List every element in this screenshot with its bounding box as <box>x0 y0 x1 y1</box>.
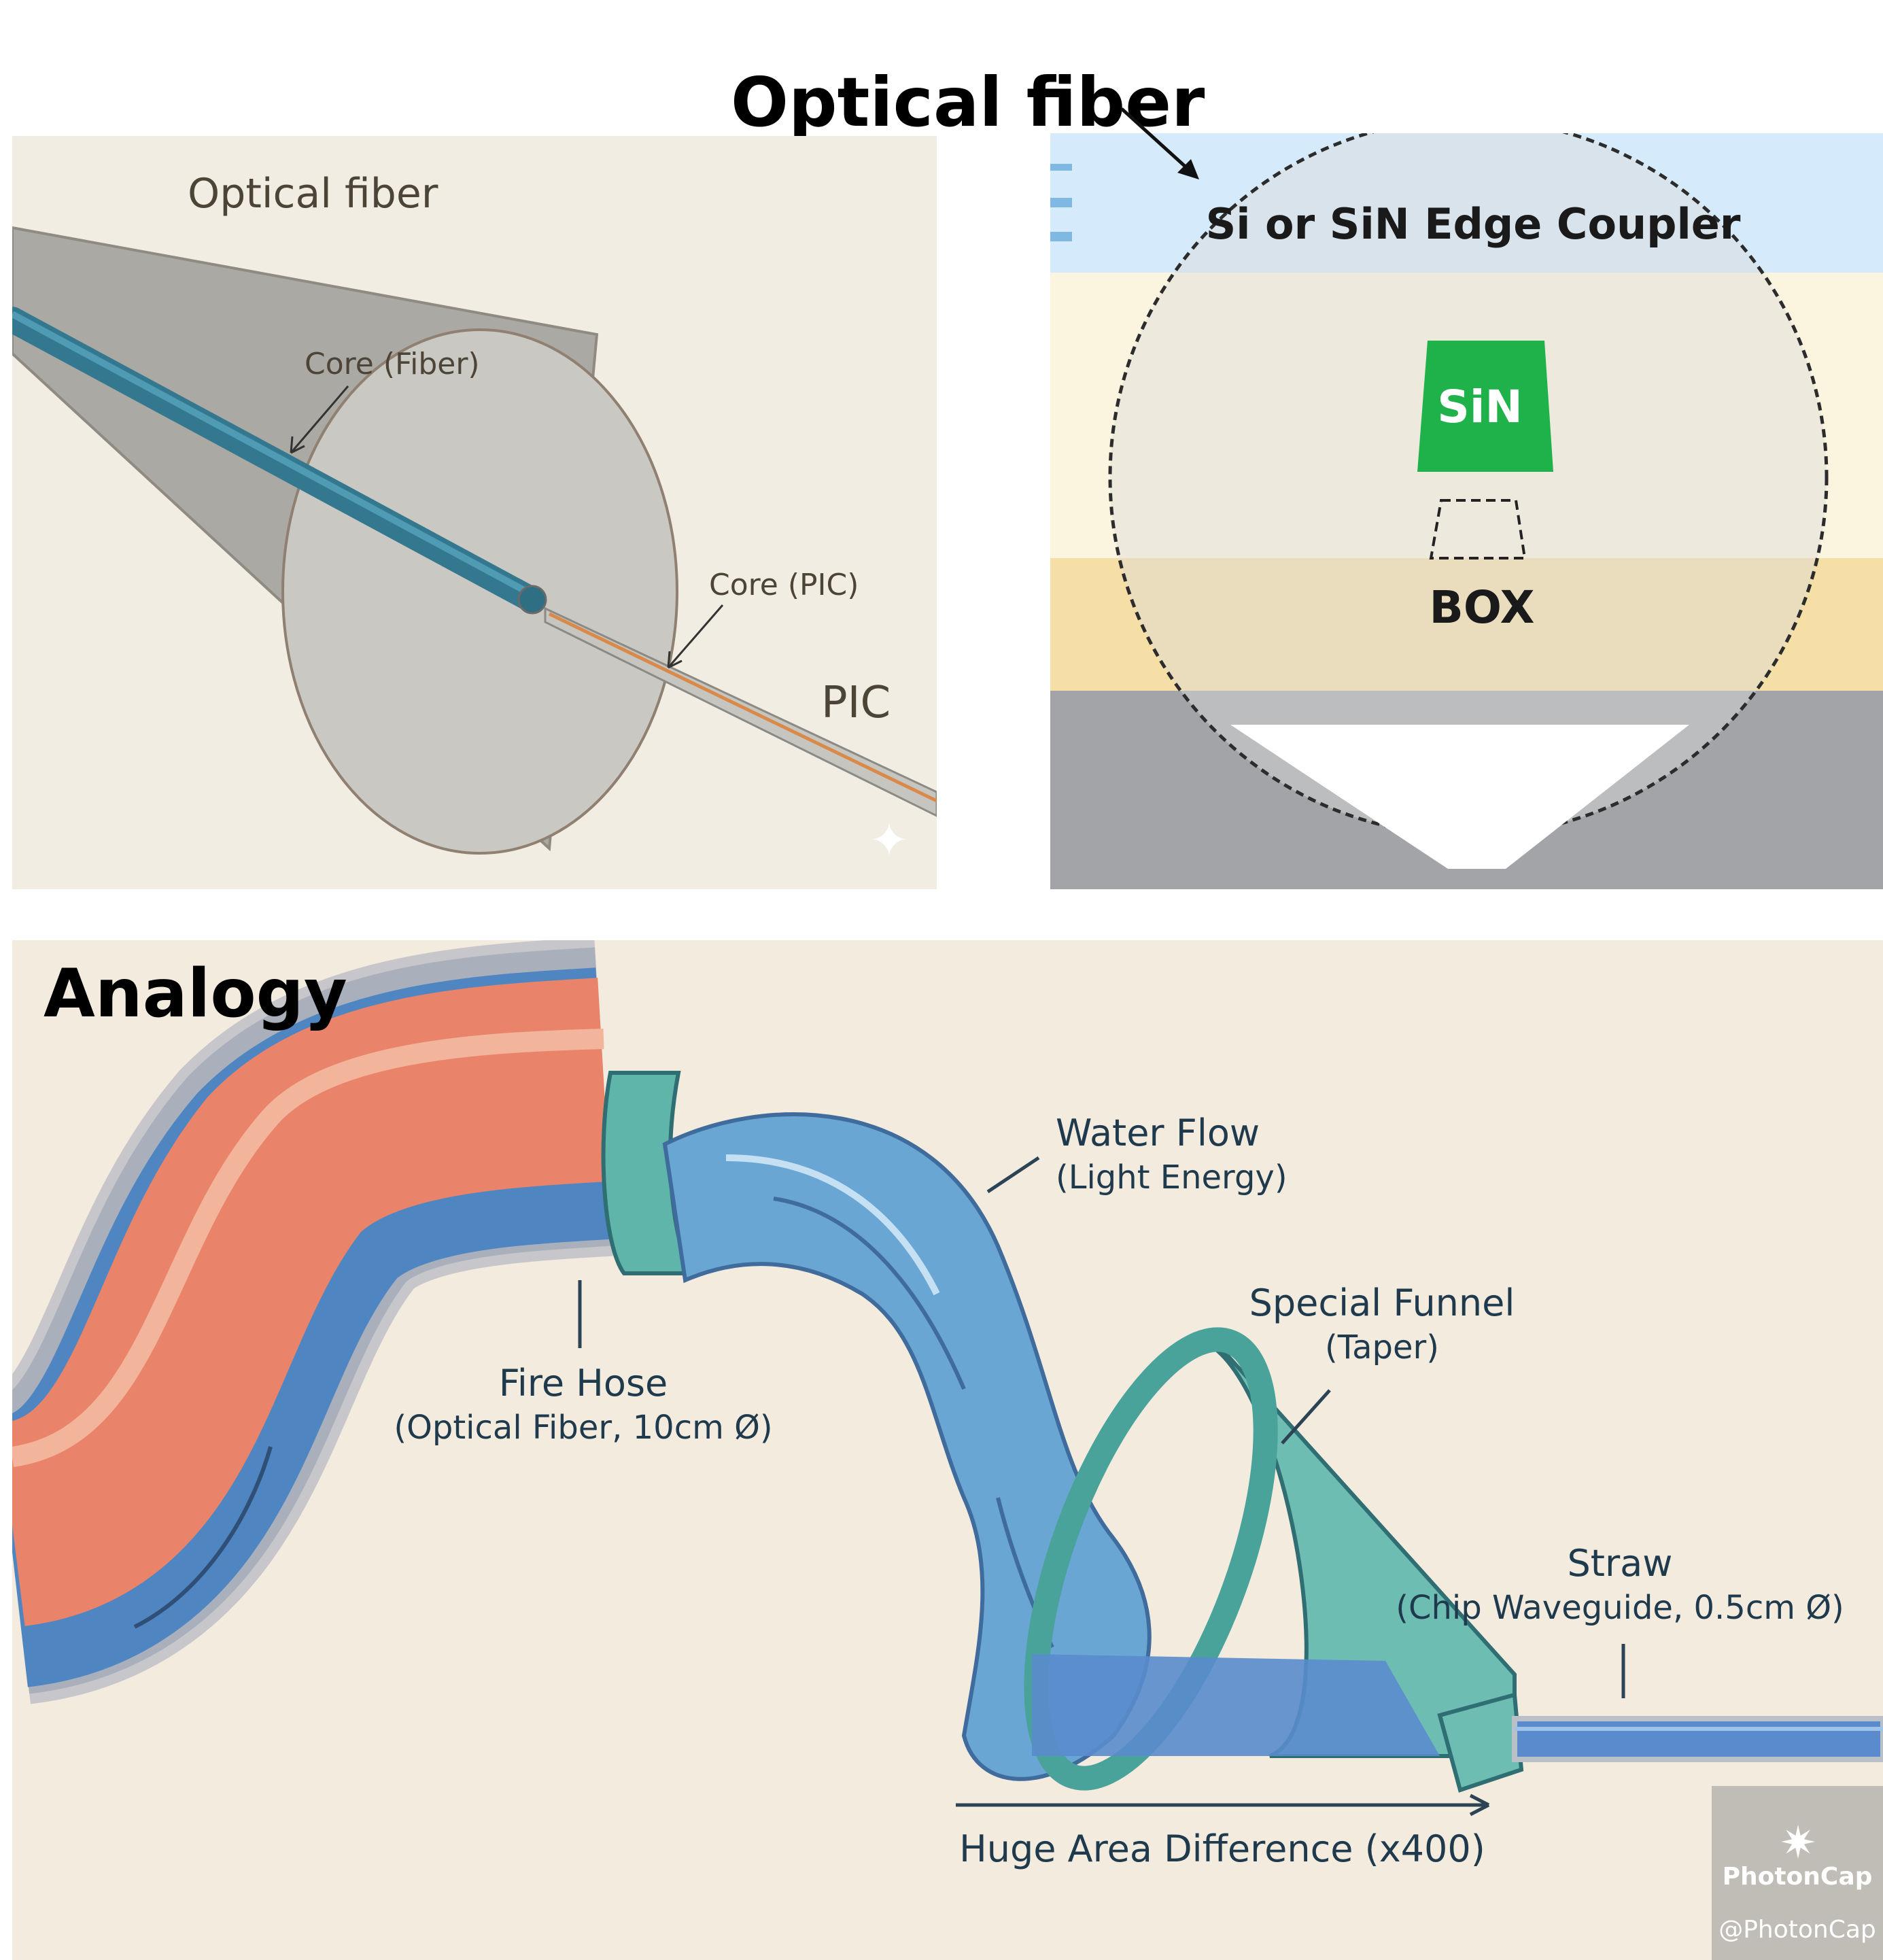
analogy-illustration: Water Flow (Light Energy) Fire Hose (Opt… <box>12 940 1883 1870</box>
analogy-title: Analogy <box>44 955 347 1033</box>
coupler-illustration: Si or SiN Edge Coupler SiN BOX <box>1050 133 1883 889</box>
core-fiber-label: Core (Fiber) <box>305 347 480 381</box>
si-outline <box>1429 499 1527 560</box>
analogy-panel: Water Flow (Light Energy) Fire Hose (Opt… <box>12 940 1883 1960</box>
svg-text:✦: ✦ <box>869 812 910 868</box>
taper-nozzle <box>1437 1692 1524 1793</box>
sparkle-icon: ✷ <box>1779 1817 1817 1869</box>
fiber-panel: ✦ Optical fiber Core (Fiber) Core (PIC) … <box>12 136 937 889</box>
layer-label: Si or SiN Edge Coupler <box>1206 199 1741 249</box>
fiber-illustration: ✦ Optical fiber Core (Fiber) Core (PIC) … <box>12 170 937 868</box>
water-flow-label: Water Flow <box>1056 1112 1260 1154</box>
coupler-panel: Si or SiN Edge Coupler SiN BOX <box>1050 133 1883 889</box>
watermark-box <box>1712 1786 1883 1960</box>
v-groove <box>1230 725 1689 869</box>
header-arrow <box>1120 107 1199 179</box>
header-title: Optical fiber <box>731 63 1205 142</box>
pic-core <box>548 612 937 803</box>
fiber-core <box>12 307 542 611</box>
fiber-end-face <box>281 328 678 855</box>
straw-label: Straw <box>1568 1542 1673 1585</box>
special-funnel-sub: (Taper) <box>1325 1328 1439 1366</box>
water-flow-sub: (Light Energy) <box>1056 1158 1288 1197</box>
pic-label: PIC <box>821 678 891 728</box>
straw <box>1512 1716 1883 1762</box>
fiber-core-tip <box>517 585 547 615</box>
fire-hose-sub: (Optical Fiber, 10cm Ø) <box>394 1409 772 1447</box>
watermark-handle: @PhotonCap <box>1718 1916 1876 1944</box>
box-layer <box>1050 558 1883 691</box>
fire-hose-red <box>12 978 610 1626</box>
fire-hose-label: Fire Hose <box>499 1362 668 1405</box>
box-label: BOX <box>1430 581 1535 634</box>
straw-sub: (Chip Waveguide, 0.5cm Ø) <box>1396 1589 1844 1627</box>
sin-block <box>1417 341 1553 472</box>
special-funnel-label: Special Funnel <box>1249 1282 1515 1324</box>
sin-label: SiN <box>1437 381 1522 433</box>
funnel-rim <box>1024 1327 1278 1791</box>
core-pic-label: Core (PIC) <box>709 568 859 602</box>
watermark-brand: PhotonCap <box>1722 1863 1873 1891</box>
fiber-panel-title: Optical fiber <box>188 170 438 218</box>
area-difference-label: Huge Area Difference (x400) <box>959 1827 1485 1870</box>
